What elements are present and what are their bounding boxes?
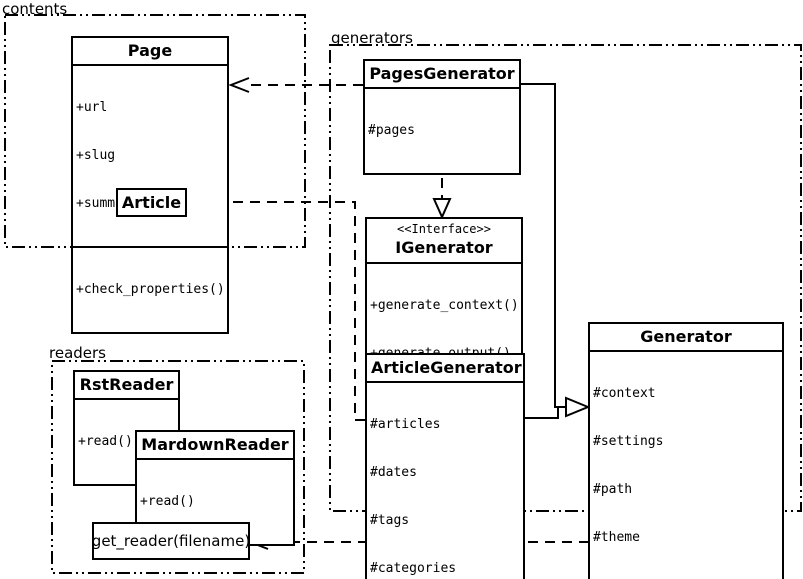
attribute: #dates — [370, 465, 417, 480]
class-articlegenerator-attributes: #articles #dates #tags #categories — [367, 381, 523, 579]
method: +read() — [140, 494, 195, 509]
attribute: +url — [76, 100, 108, 115]
inheritance-generators-to-generator — [521, 83, 591, 419]
package-readers-border — [51, 360, 305, 574]
class-pagesgenerator-title: PagesGenerator — [369, 64, 515, 83]
class-page-title: Page — [127, 41, 173, 60]
package-generators-border — [329, 44, 802, 512]
class-articlegenerator: ArticleGenerator #articles #dates #tags … — [365, 353, 525, 579]
package-contents-border — [4, 14, 306, 248]
class-pagesgenerator-attributes: #pages — [365, 87, 519, 173]
class-generator: Generator #context #settings #path #them… — [588, 322, 784, 579]
class-page: Page +url +slug +summary +check_properti… — [71, 36, 229, 334]
class-articlegenerator-title: ArticleGenerator — [371, 358, 522, 377]
class-generator-attributes: #context #settings #path #theme #output_… — [590, 350, 782, 579]
method: +check_properties() — [76, 282, 225, 297]
class-igenerator-stereotype: <<Interface>> — [397, 222, 491, 236]
attribute: #path — [593, 482, 633, 497]
class-page-methods: +check_properties() — [73, 246, 227, 332]
function-get-reader: get_reader(filename) — [92, 522, 250, 560]
class-page-attributes: +url +slug +summary — [73, 64, 227, 246]
class-pagesgenerator: PagesGenerator #pages — [363, 59, 521, 175]
class-article-title: Article — [121, 192, 182, 212]
package-readers-label: readers — [49, 344, 106, 362]
class-rstreader-methods: +read() — [75, 398, 178, 484]
package-contents-label: contents — [2, 0, 68, 18]
class-article: Article — [116, 188, 187, 217]
dependency-pagesgenerator-to-page — [228, 77, 363, 93]
attribute: #categories — [370, 561, 457, 576]
function-get-reader-label: get_reader(filename) — [91, 532, 251, 550]
attribute: #pages — [368, 123, 415, 138]
method: +read() — [78, 434, 133, 449]
attribute: +slug — [76, 148, 116, 163]
package-generators-label: generators — [331, 29, 413, 47]
class-generator-title: Generator — [640, 327, 732, 346]
attribute: #tags — [370, 513, 410, 528]
class-markdownreader-methods: +read() — [137, 458, 293, 544]
class-igenerator-title: IGenerator — [395, 238, 493, 257]
attribute: #theme — [593, 530, 640, 545]
attribute: #context — [593, 386, 656, 401]
attribute: #settings — [593, 434, 664, 449]
class-markdownreader-title: MardownReader — [141, 435, 289, 454]
method: +generate_context() — [370, 298, 519, 313]
attribute: #articles — [370, 417, 441, 432]
class-rstreader-title: RstReader — [79, 375, 174, 394]
